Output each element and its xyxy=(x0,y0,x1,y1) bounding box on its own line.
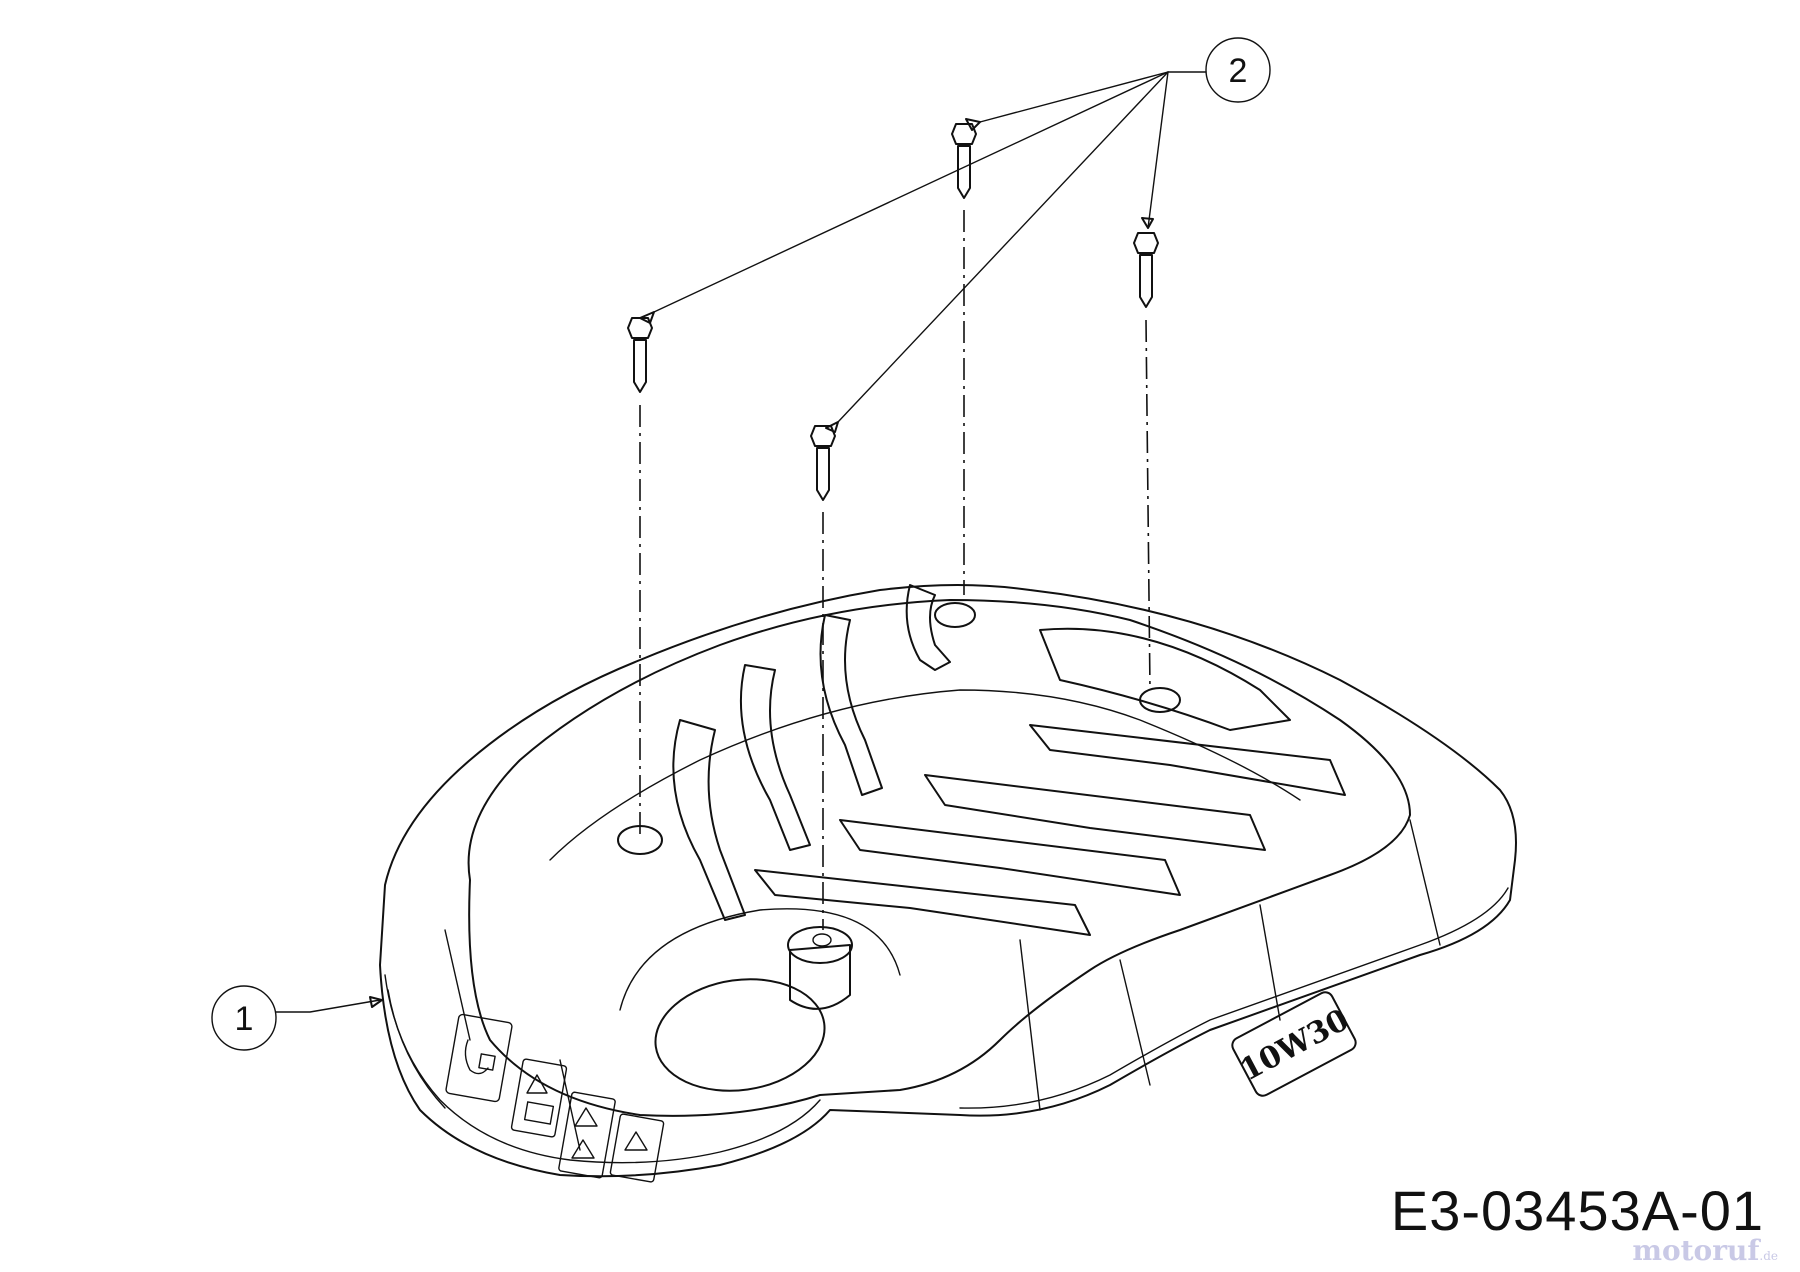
screw-c xyxy=(1133,232,1159,308)
leader-line xyxy=(653,71,1169,313)
callout-2: 2 xyxy=(639,37,1271,433)
safety-decals xyxy=(445,1013,665,1183)
fuel-oil-icon xyxy=(464,1039,496,1075)
warning-burn-icon xyxy=(624,1131,648,1151)
watermark-text: motoruf xyxy=(1632,1234,1760,1267)
screw-b xyxy=(951,123,977,199)
warning-fire-icon xyxy=(574,1107,598,1127)
callout-1: 1 xyxy=(211,985,383,1051)
watermark-logo: motoruf.de xyxy=(1632,1234,1778,1267)
watermark-suffix: .de xyxy=(1759,1249,1778,1263)
warning-explosion-icon xyxy=(571,1139,595,1159)
warning-hot-surface-icon xyxy=(523,1074,555,1125)
callout-2-number: 2 xyxy=(1229,52,1248,90)
leader-line xyxy=(837,71,1169,423)
engine-cover: 10W30 xyxy=(379,584,1517,1183)
screw-d xyxy=(810,425,836,501)
drawing-number: E3-03453A-01 xyxy=(1390,1179,1764,1242)
screw-a xyxy=(627,317,653,393)
callout-1-number: 1 xyxy=(235,1000,254,1038)
leader-line xyxy=(979,71,1169,123)
centerline-c xyxy=(1145,319,1151,691)
leader-line xyxy=(1147,71,1169,229)
